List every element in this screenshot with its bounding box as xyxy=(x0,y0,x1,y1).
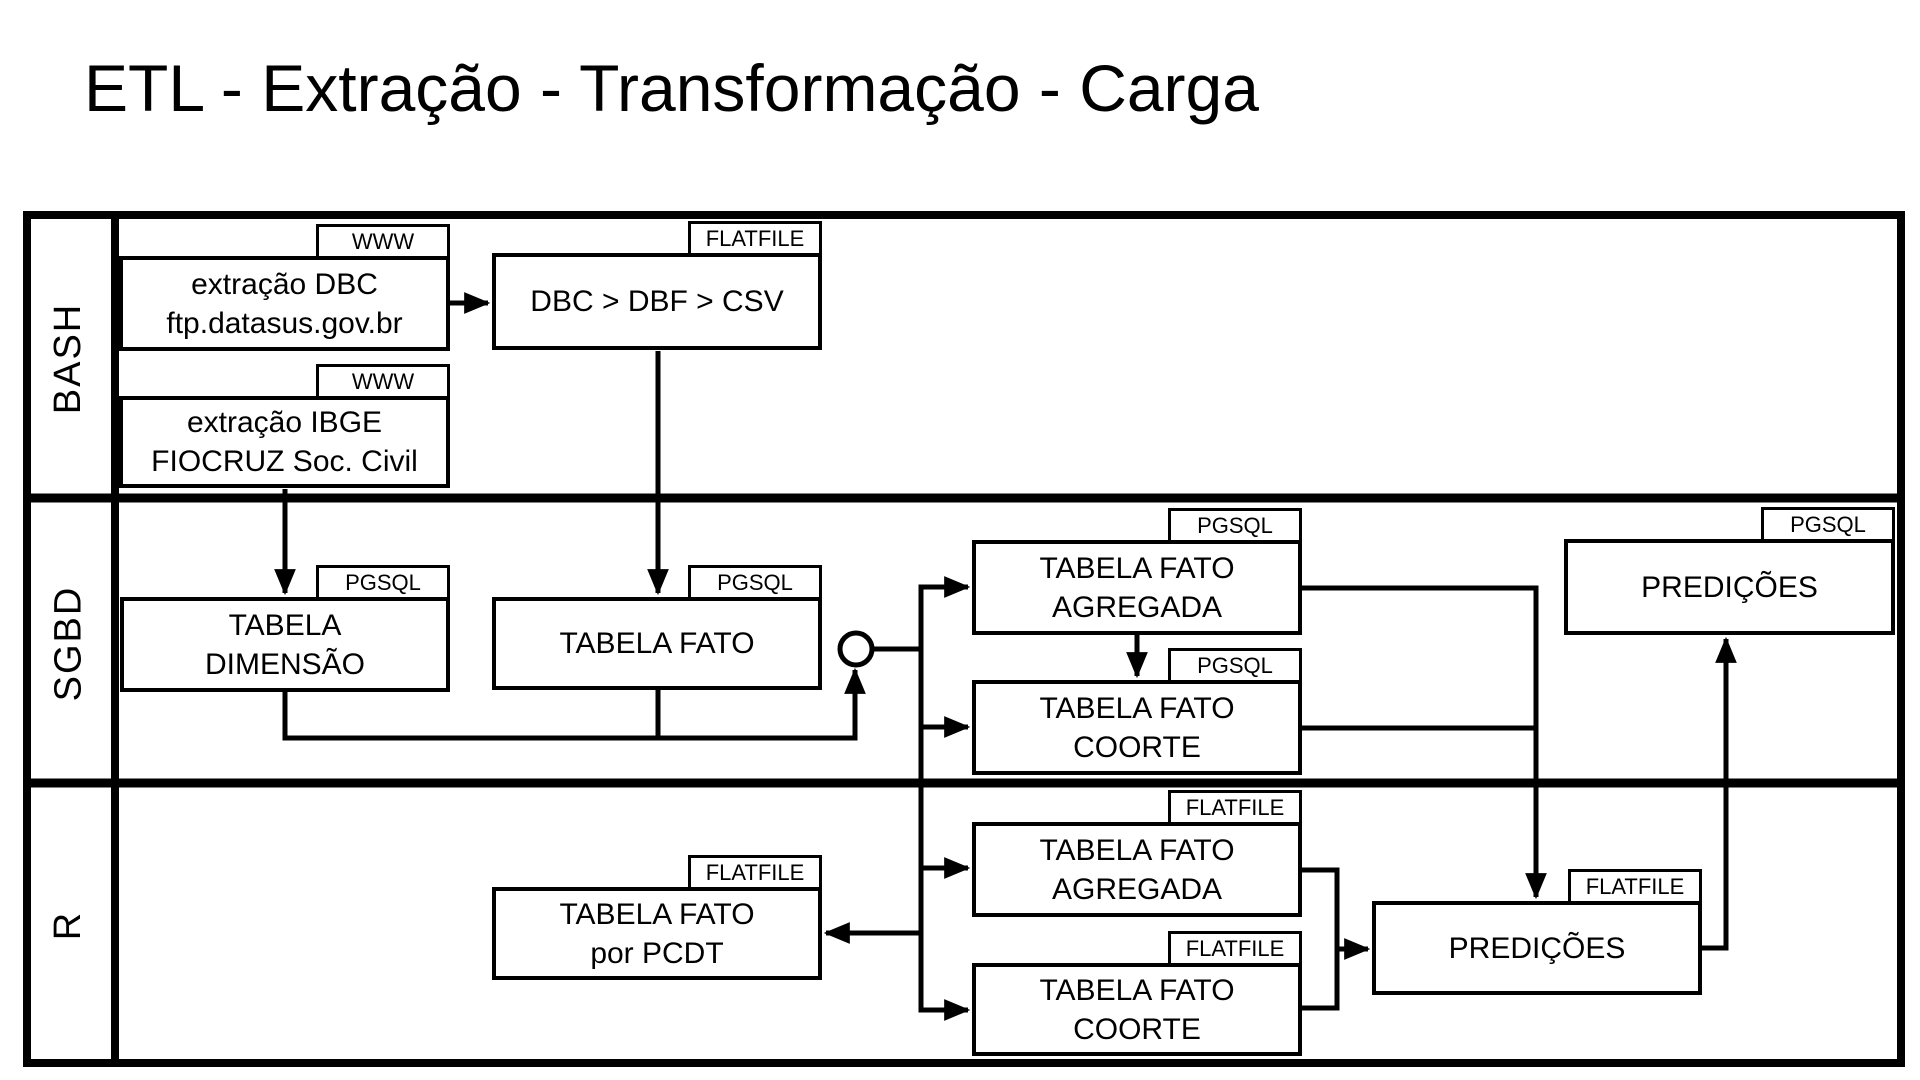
node-tabela-dimensao: PGSQL TABELA DIMENSÃO xyxy=(120,565,450,692)
lane-label-sgbd: SGBD xyxy=(47,585,90,701)
node-tabela-fato-agregada-pgsql: PGSQL TABELA FATO AGREGADA xyxy=(972,508,1302,635)
node-label: TABELA FATO COORTE xyxy=(972,680,1302,775)
node-label: extração DBC ftp.datasus.gov.br xyxy=(119,256,450,351)
badge-flatfile: FLATFILE xyxy=(1168,790,1302,825)
lane-label-bash: BASH xyxy=(47,302,90,415)
node-label: TABELA FATO por PCDT xyxy=(492,887,822,980)
node-extracao-dbc: WWW extração DBC ftp.datasus.gov.br xyxy=(119,224,450,351)
node-label: TABELA FATO xyxy=(492,597,822,690)
node-label: TABELA FATO AGREGADA xyxy=(972,540,1302,635)
lane-label-r: R xyxy=(47,910,90,941)
badge-www: WWW xyxy=(316,364,450,399)
node-tabela-fato-por-pcdt: FLATFILE TABELA FATO por PCDT xyxy=(492,855,822,980)
edge-predicoes-flatfile-to-predicoes-pgsql xyxy=(1702,636,1737,951)
node-label: TABELA DIMENSÃO xyxy=(120,597,450,692)
badge-pgsql: PGSQL xyxy=(316,565,450,600)
node-dbc-dbf-csv: FLATFILE DBC > DBF > CSV xyxy=(492,221,822,350)
node-tabela-fato-coorte-pgsql: PGSQL TABELA FATO COORTE xyxy=(972,648,1302,775)
edge-trunk-to-agregada-pgsql xyxy=(918,576,971,649)
edge-agregada-pgsql-to-predicoes-flatfile xyxy=(1302,585,1547,900)
node-predicoes-flatfile: FLATFILE PREDIÇÕES xyxy=(1372,869,1702,995)
page-title: ETL - Extração - Transformação - Carga xyxy=(84,51,1259,125)
node-tabela-fato-coorte-flatfile: FLATFILE TABELA FATO COORTE xyxy=(972,931,1302,1056)
badge-pgsql: PGSQL xyxy=(688,565,822,600)
join-circle-connector xyxy=(837,630,875,668)
badge-flatfile: FLATFILE xyxy=(688,855,822,890)
node-label: TABELA FATO AGREGADA xyxy=(972,822,1302,917)
swimlane-frame xyxy=(23,211,1905,1067)
badge-pgsql: PGSQL xyxy=(1761,507,1895,542)
node-label: TABELA FATO COORTE xyxy=(972,963,1302,1056)
badge-flatfile: FLATFILE xyxy=(1568,869,1702,904)
badge-pgsql: PGSQL xyxy=(1168,648,1302,683)
badge-flatfile: FLATFILE xyxy=(688,221,822,256)
badge-pgsql: PGSQL xyxy=(1168,508,1302,543)
node-label: DBC > DBF > CSV xyxy=(492,253,822,350)
badge-www: WWW xyxy=(316,224,450,259)
node-tabela-fato-agregada-flatfile: FLATFILE TABELA FATO AGREGADA xyxy=(972,790,1302,917)
node-predicoes-pgsql: PGSQL PREDIÇÕES xyxy=(1564,507,1895,635)
node-tabela-fato: PGSQL TABELA FATO xyxy=(492,565,822,690)
node-label: PREDIÇÕES xyxy=(1372,901,1702,995)
node-label: PREDIÇÕES xyxy=(1564,539,1895,635)
edge-dimensao-fato-bus-to-join-circle xyxy=(282,667,866,741)
edge-trunk-to-coorte-flatfile xyxy=(918,649,971,1021)
node-extracao-ibge: WWW extração IBGE FIOCRUZ Soc. Civil xyxy=(119,364,450,488)
badge-flatfile: FLATFILE xyxy=(1168,931,1302,966)
node-label: extração IBGE FIOCRUZ Soc. Civil xyxy=(119,396,450,488)
edge-r-agregada-coorte-merge xyxy=(1302,867,1340,1011)
